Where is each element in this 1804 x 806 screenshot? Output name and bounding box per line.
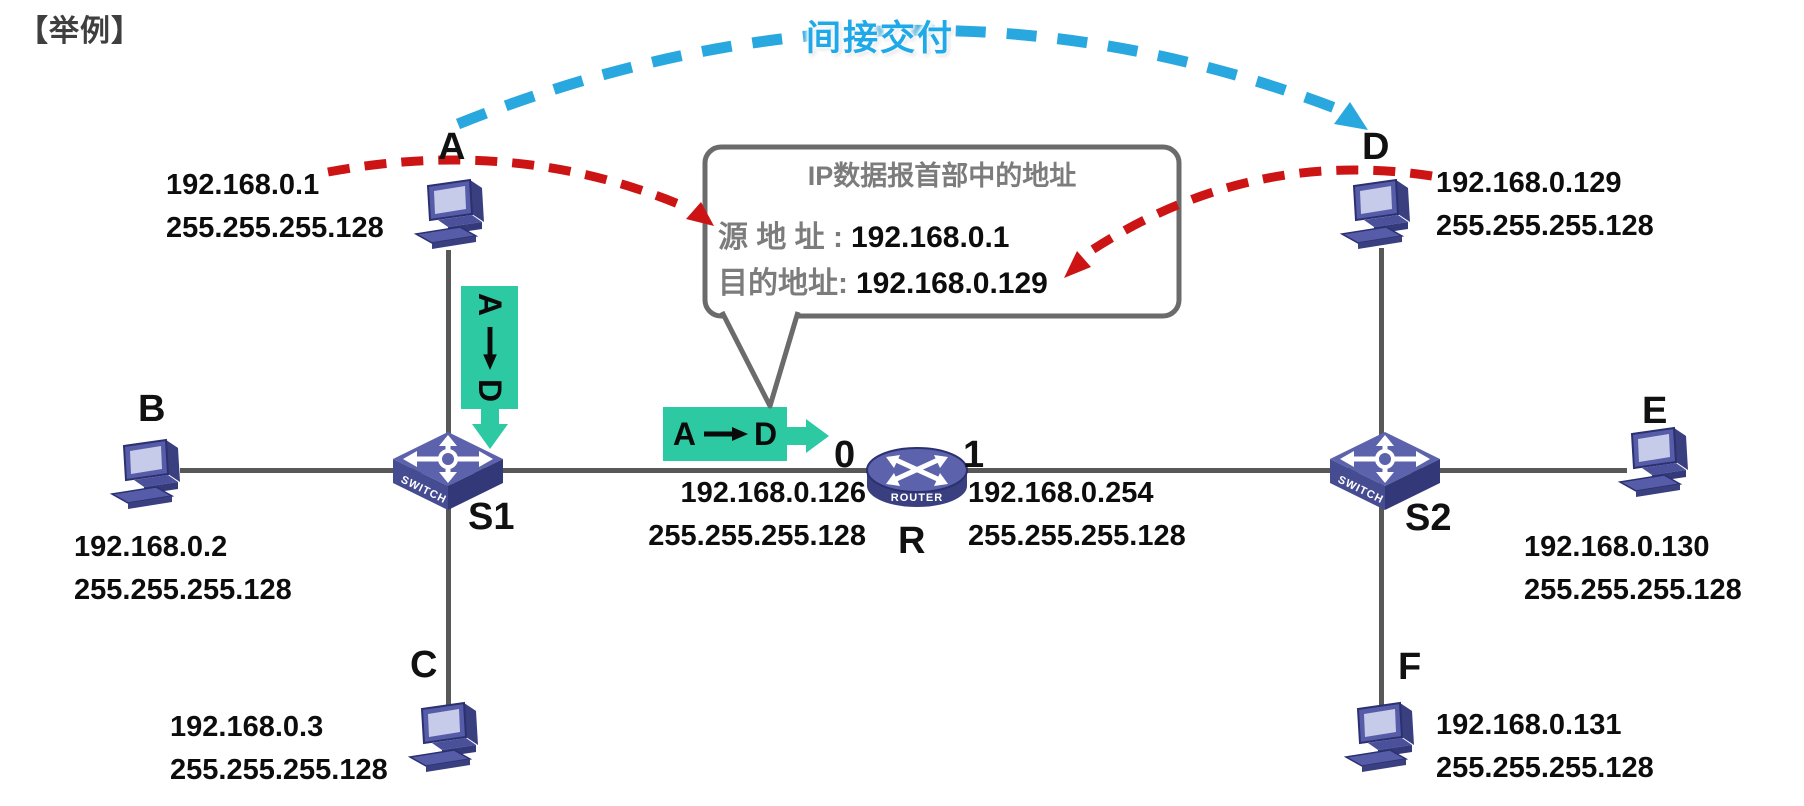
host-e-label: E <box>1642 390 1668 432</box>
router-port0-number: 0 <box>834 434 856 476</box>
packet-h-dst: D <box>754 415 778 452</box>
callout-dest-label: 目的地址: <box>718 267 848 300</box>
host-f-computer-icon <box>1345 702 1415 773</box>
host-d-mask: 255.255.255.128 <box>1436 210 1654 242</box>
host-b-computer-icon <box>111 439 181 510</box>
router-port1-ip-block: 192.168.0.254 255.255.255.128 <box>968 472 1186 558</box>
host-b-ip-block: 192.168.0.2 255.255.255.128 <box>74 526 292 612</box>
host-c-ip: 192.168.0.3 <box>170 711 324 743</box>
source-address-arrowhead <box>686 202 714 226</box>
host-d-label: D <box>1362 126 1390 168</box>
host-d-ip: 192.168.0.129 <box>1436 167 1622 199</box>
packet-a-to-d-vertical: A D <box>461 286 518 409</box>
callout-source-label: 源 地 址 : <box>718 221 843 254</box>
host-e-mask: 255.255.255.128 <box>1524 574 1742 606</box>
host-c-label: C <box>410 644 438 686</box>
switch-s2-label: S2 <box>1405 497 1452 539</box>
host-a-mask: 255.255.255.128 <box>166 212 384 244</box>
host-f-label: F <box>1398 646 1422 688</box>
callout-source-line: 源 地 址 :192.168.0.1 <box>718 212 1009 256</box>
host-a-computer-icon <box>415 179 485 250</box>
indirect-delivery-label: 间接交付 <box>806 19 955 58</box>
host-c-mask: 255.255.255.128 <box>170 754 388 786</box>
host-b-mask: 255.255.255.128 <box>74 574 292 606</box>
callout-dest-line: 目的地址:192.168.0.129 <box>718 258 1048 302</box>
host-f-ip: 192.168.0.131 <box>1436 709 1622 741</box>
host-e-ip-block: 192.168.0.130 255.255.255.128 <box>1524 526 1742 612</box>
host-a-ip: 192.168.0.1 <box>166 169 320 201</box>
router-icon <box>862 440 972 516</box>
host-d-computer-icon <box>1341 179 1411 250</box>
host-f-ip-block: 192.168.0.131 255.255.255.128 <box>1436 704 1654 790</box>
callout-dest-value: 192.168.0.129 <box>856 267 1048 300</box>
host-c-computer-icon <box>409 702 479 773</box>
host-d-ip-block: 192.168.0.129 255.255.255.128 <box>1436 162 1654 248</box>
green-arrow-right <box>787 419 829 453</box>
right-arrow-icon <box>704 427 748 441</box>
router-port0-ip: 192.168.0.126 <box>680 477 866 509</box>
host-c-ip-block: 192.168.0.3 255.255.255.128 <box>170 706 388 792</box>
page-title: 【举例】 <box>18 15 142 48</box>
router-port1-number: 1 <box>963 434 985 476</box>
host-a-ip-block: 192.168.0.1 255.255.255.128 <box>166 164 384 250</box>
dest-address-arrowhead <box>1064 251 1091 278</box>
down-arrow-icon <box>482 326 497 370</box>
router-port0-ip-block: 192.168.0.126 255.255.255.128 <box>648 472 866 558</box>
link-a-s1 <box>446 250 451 470</box>
packet-v-src: A <box>471 292 508 317</box>
link-s2-f <box>1379 470 1384 712</box>
host-f-mask: 255.255.255.128 <box>1436 752 1654 784</box>
router-label: R <box>898 520 926 562</box>
packet-v-dst: D <box>471 378 508 403</box>
router-port1-mask: 255.255.255.128 <box>968 520 1186 552</box>
host-b-ip: 192.168.0.2 <box>74 531 228 563</box>
switch-s1-label: S1 <box>468 496 515 538</box>
router-port0-mask: 255.255.255.128 <box>648 520 866 552</box>
host-b-label: B <box>138 388 166 430</box>
router-port1-ip: 192.168.0.254 <box>968 477 1154 509</box>
host-a-label: A <box>438 126 466 168</box>
packet-h-src: A <box>672 415 696 452</box>
link-d-s2 <box>1379 248 1384 470</box>
callout-title: IP数据报首部中的地址 <box>807 161 1077 191</box>
packet-a-to-d-horizontal: A D <box>663 407 787 461</box>
router-face-label: ROUTER <box>890 492 944 504</box>
link-s1-c <box>446 470 451 712</box>
callout-source-value: 192.168.0.1 <box>851 221 1010 254</box>
host-e-ip: 192.168.0.130 <box>1524 531 1710 563</box>
